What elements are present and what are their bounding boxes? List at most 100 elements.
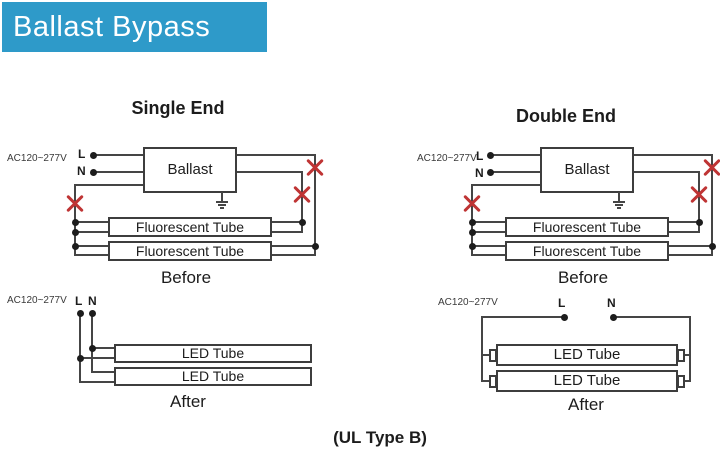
junction-dot	[469, 219, 476, 226]
wire	[79, 312, 81, 382]
wire	[95, 171, 143, 173]
before-label: Before	[557, 268, 609, 287]
ground-icon	[216, 192, 228, 209]
ballast-label: Ballast	[564, 161, 610, 178]
wire	[492, 171, 540, 173]
wire	[79, 381, 116, 383]
wire	[613, 316, 691, 318]
wire	[74, 184, 143, 186]
wire	[482, 316, 566, 318]
junction-dot	[72, 229, 79, 236]
led-tube-label: LED Tube	[553, 372, 621, 389]
junction-dot	[469, 229, 476, 236]
wire	[91, 347, 116, 349]
junction-dot	[89, 345, 96, 352]
junction-dot	[89, 310, 96, 317]
wire	[471, 245, 507, 247]
led-tube-box: LED Tube	[114, 344, 312, 363]
wire	[237, 171, 303, 173]
live-label: L	[558, 296, 566, 310]
section-title-double-end: Double End	[516, 106, 616, 126]
section-title-single-end: Single End	[131, 98, 225, 118]
junction-dot	[312, 243, 319, 250]
wire	[270, 231, 303, 233]
banner-title: Ballast Bypass	[13, 11, 211, 43]
wire	[79, 357, 116, 359]
ballast-box: Ballast	[540, 147, 634, 193]
led-tube-endcap	[677, 349, 685, 362]
ballast-box: Ballast	[143, 147, 237, 193]
junction-dot	[487, 152, 494, 159]
neutral-label: N	[77, 164, 86, 178]
wire	[314, 154, 316, 256]
neutral-label: N	[475, 166, 484, 180]
junction-dot	[72, 219, 79, 226]
wire	[667, 231, 700, 233]
wire	[74, 245, 110, 247]
led-tube-box: LED Tube	[114, 367, 312, 386]
live-label: L	[476, 149, 484, 163]
wire	[471, 184, 540, 186]
wire	[74, 254, 110, 256]
junction-dot	[77, 310, 84, 317]
voltage-label: AC120~277V	[438, 297, 498, 308]
wire	[481, 380, 493, 382]
led-tube-endcap	[677, 375, 685, 388]
wire	[634, 154, 713, 156]
voltage-label: AC120~277V	[7, 295, 67, 306]
wire	[91, 371, 116, 373]
live-label: L	[78, 147, 86, 161]
wire	[481, 316, 483, 382]
junction-dot	[77, 355, 84, 362]
fluorescent-tube-label: Fluorescent Tube	[135, 219, 245, 235]
wire	[270, 245, 316, 247]
wire	[667, 254, 713, 256]
junction-dot	[72, 243, 79, 250]
fluorescent-tube-box: Fluorescent Tube	[505, 217, 669, 237]
wire	[711, 154, 713, 256]
ground-icon	[613, 192, 625, 209]
header-banner: Ballast Bypass	[2, 2, 267, 52]
wire	[492, 154, 540, 156]
before-label: Before	[160, 268, 212, 287]
fluorescent-tube-label: Fluorescent Tube	[135, 243, 245, 259]
ballast-label: Ballast	[167, 161, 213, 178]
voltage-label: AC120~277V	[417, 153, 477, 164]
wire	[270, 221, 303, 223]
led-tube-label: LED Tube	[553, 346, 621, 363]
junction-dot	[610, 314, 617, 321]
junction-dot	[696, 219, 703, 226]
junction-dot	[487, 169, 494, 176]
voltage-label: AC120~277V	[7, 153, 67, 164]
wire	[91, 312, 93, 372]
led-tube-box: LED Tube	[496, 344, 678, 366]
junction-dot	[469, 243, 476, 250]
after-label: After	[568, 395, 604, 414]
wire	[471, 221, 507, 223]
wire	[74, 231, 110, 233]
wire	[481, 354, 493, 356]
junction-dot	[709, 243, 716, 250]
junction-dot	[299, 219, 306, 226]
wire	[237, 154, 316, 156]
wire	[689, 316, 691, 382]
led-tube-label: LED Tube	[181, 368, 245, 384]
wire	[74, 221, 110, 223]
wire	[471, 231, 507, 233]
fluorescent-tube-label: Fluorescent Tube	[532, 243, 642, 259]
junction-dot	[90, 169, 97, 176]
junction-dot	[90, 152, 97, 159]
neutral-label: N	[607, 296, 616, 310]
wire	[667, 221, 700, 223]
neutral-label: N	[88, 294, 97, 308]
led-tube-label: LED Tube	[181, 345, 245, 361]
footer-note: (UL Type B)	[333, 428, 427, 447]
fluorescent-tube-box: Fluorescent Tube	[108, 217, 272, 237]
led-tube-box: LED Tube	[496, 370, 678, 392]
live-label: L	[75, 294, 83, 308]
fluorescent-tube-box: Fluorescent Tube	[108, 241, 272, 261]
